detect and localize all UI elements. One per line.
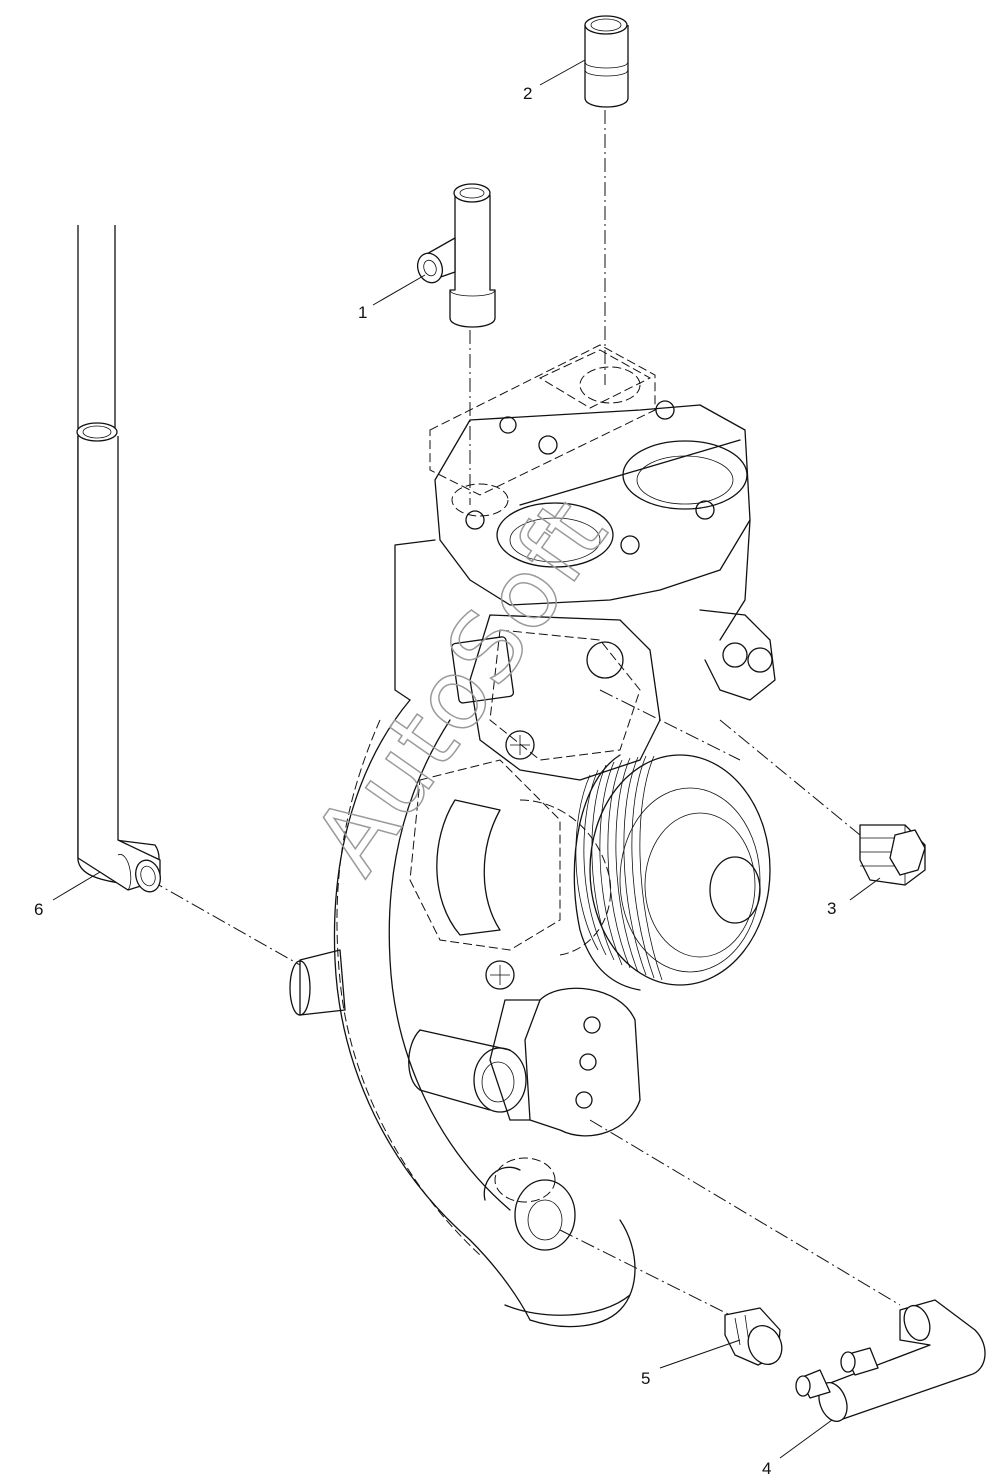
callout-4: 4 <box>762 1459 771 1478</box>
callouts: 1 2 3 4 5 6 <box>34 84 836 1478</box>
part-2-tube <box>584 15 629 108</box>
pulley <box>573 754 771 991</box>
part-3-hex-plug <box>859 824 926 886</box>
part-6-elbow <box>76 225 161 893</box>
part-4-pipe <box>795 1299 986 1422</box>
part-5-plug <box>724 1307 783 1366</box>
callout-6: 6 <box>34 900 43 919</box>
callout-3: 3 <box>827 899 836 918</box>
callout-1: 1 <box>358 303 367 322</box>
assembly-centerlines <box>149 110 901 1321</box>
part-1-tee-fitting <box>416 183 496 328</box>
water-pump-housing <box>289 344 776 1328</box>
leader-lines <box>52 59 881 1459</box>
callout-2: 2 <box>523 84 532 103</box>
callout-5: 5 <box>641 1369 650 1388</box>
